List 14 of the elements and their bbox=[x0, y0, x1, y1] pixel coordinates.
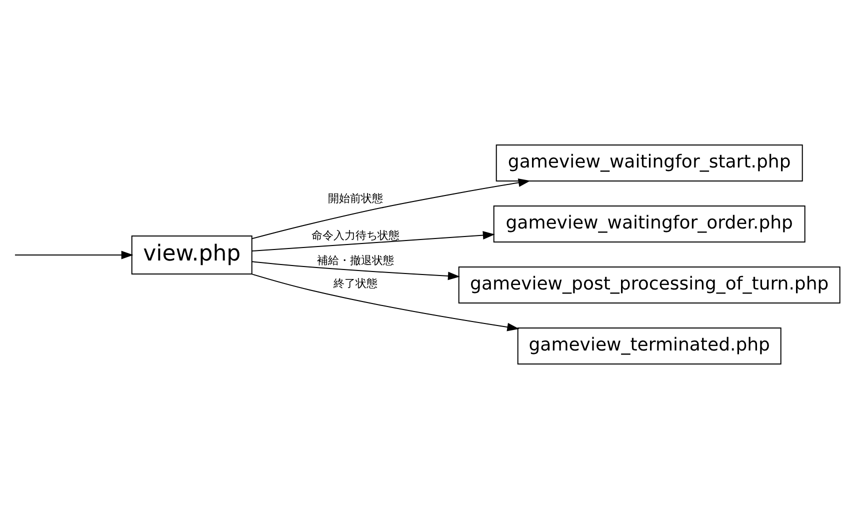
arrow bbox=[251, 260, 460, 280]
node-box: gameview_terminated.php bbox=[516, 327, 781, 364]
edge-label: 開始前状態 bbox=[327, 191, 382, 204]
arrow bbox=[250, 273, 519, 331]
node-box: view.php bbox=[130, 235, 252, 274]
arrow bbox=[14, 250, 133, 259]
node-box: gameview_waitingfor_start.php bbox=[495, 144, 802, 181]
node-box: gameview_waitingfor_order.php bbox=[492, 205, 805, 242]
edge-label: 命令入力待ち状態 bbox=[310, 228, 399, 242]
arrow bbox=[250, 178, 530, 239]
edge-label: 終了状態 bbox=[332, 276, 377, 290]
edge-label: 補給・撤退状態 bbox=[316, 253, 394, 266]
node-box: gameview_post_processing_of_turn.php bbox=[458, 266, 840, 303]
arrow bbox=[250, 230, 494, 251]
